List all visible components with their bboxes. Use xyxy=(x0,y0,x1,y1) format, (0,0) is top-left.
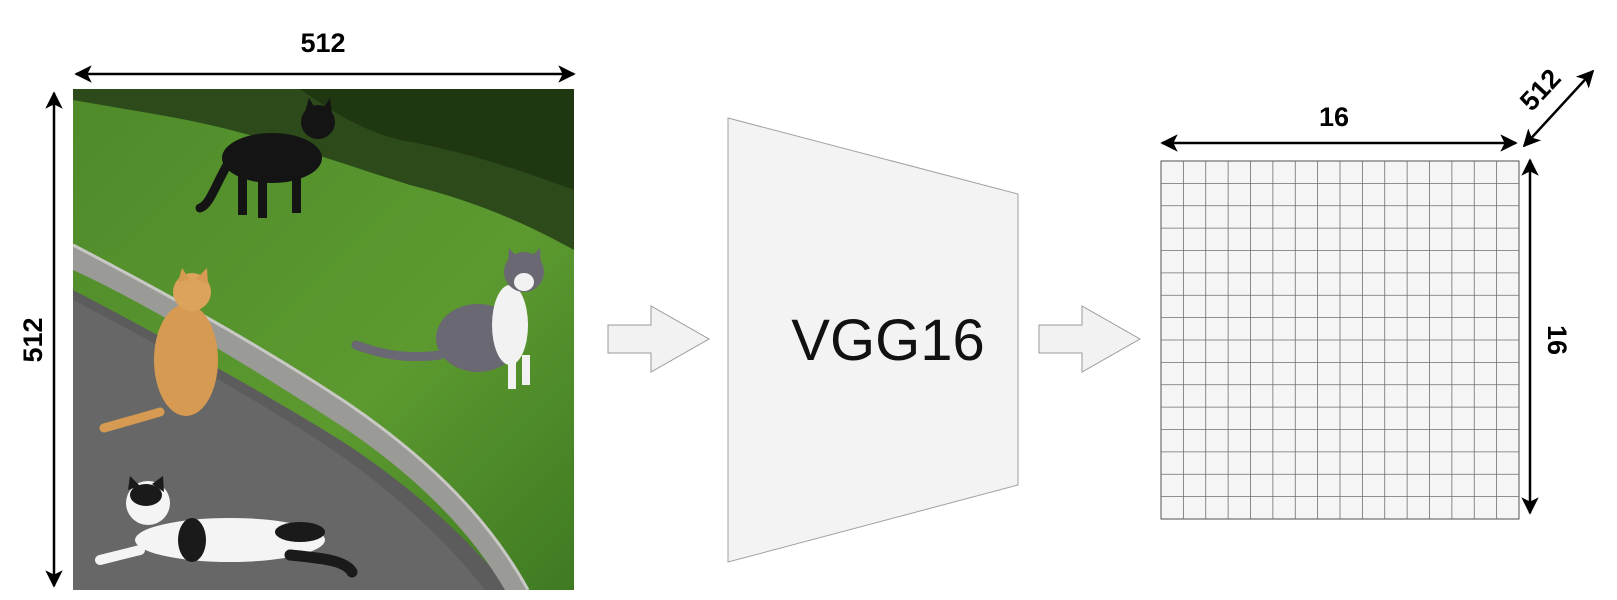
network-block xyxy=(727,117,1019,563)
network-label: VGG16 xyxy=(791,308,984,373)
feature-width-label: 16 xyxy=(1319,102,1349,132)
feature-height-label: 16 xyxy=(1542,325,1572,355)
feature-map-grid xyxy=(1160,160,1520,520)
flow-arrow-1-icon xyxy=(607,305,711,373)
input-image xyxy=(73,89,574,590)
black-cat xyxy=(195,98,335,218)
curb xyxy=(73,245,528,590)
grey-white-cat xyxy=(351,248,544,389)
orange-cat xyxy=(99,268,218,433)
input-height-label: 512 xyxy=(18,317,48,362)
black-white-cat xyxy=(95,476,358,578)
flow-arrow-2-icon xyxy=(1038,305,1142,373)
feature-depth-dimension-arrow xyxy=(1522,69,1595,148)
input-width-label: 512 xyxy=(300,28,345,58)
